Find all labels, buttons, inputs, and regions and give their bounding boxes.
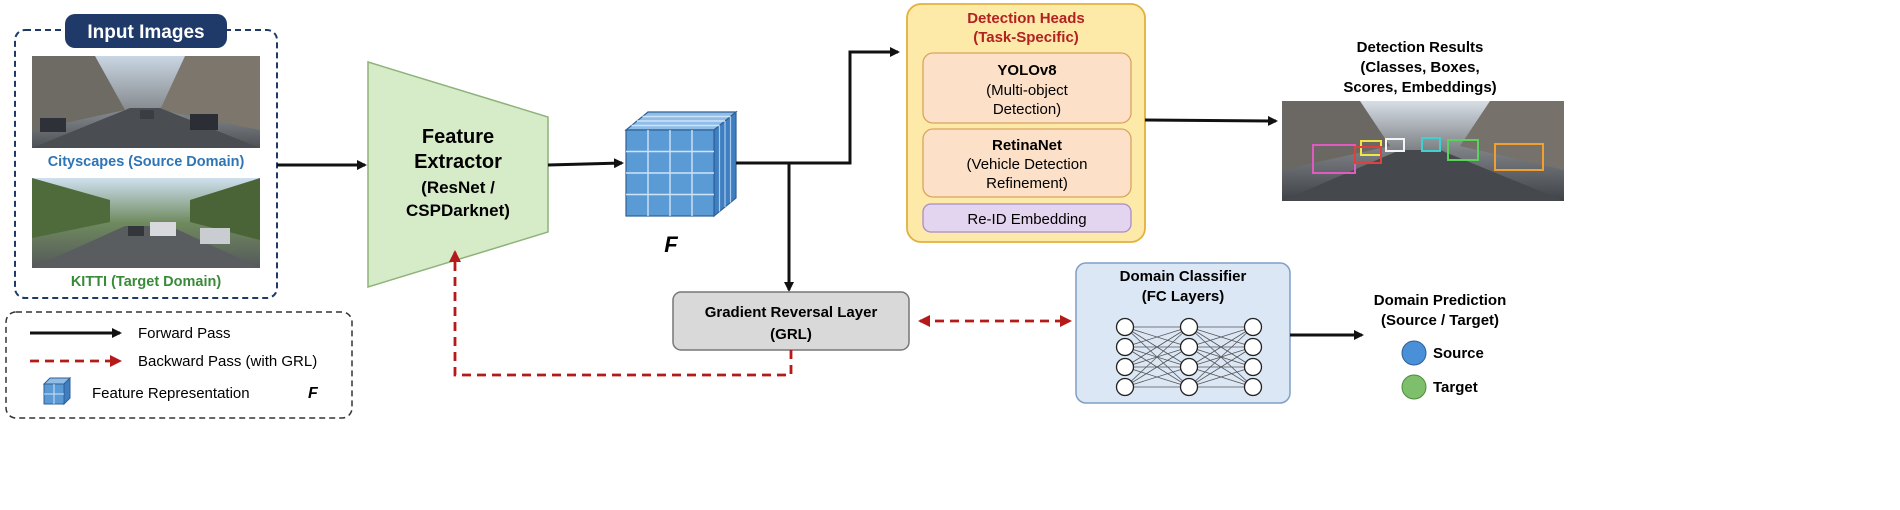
legend-cube-icon <box>42 376 72 406</box>
yolo-head-name: YOLOv8 <box>997 62 1056 79</box>
nn-node <box>1243 377 1263 397</box>
source-domain-caption: Cityscapes (Source Domain) <box>48 154 245 170</box>
feature-extractor-line2: Extractor <box>414 151 502 173</box>
kitti-image <box>32 178 260 268</box>
nn-node <box>1243 337 1263 357</box>
feature-extractor: Feature Extractor (ResNet / CSPDarknet) <box>367 60 549 289</box>
grl-label-line1: Gradient Reversal Layer <box>705 304 878 321</box>
input-images-panel: Input Images Cityscapes (Source Domain) … <box>14 14 278 299</box>
gradient-reversal-layer: Gradient Reversal Layer (GRL) <box>672 291 910 351</box>
domain-prediction: Domain Prediction (Source / Target) Sour… <box>1374 292 1507 400</box>
feature-cube <box>624 110 738 218</box>
detection-results-line3: Scores, Embeddings) <box>1343 79 1496 96</box>
target-label: Target <box>1433 379 1478 396</box>
nn-node <box>1115 377 1135 397</box>
detection-heads-title: Detection Heads <box>967 10 1085 27</box>
domain-classifier-subtitle: (FC Layers) <box>1142 288 1225 305</box>
grl-label-line2: (GRL) <box>770 326 812 343</box>
detection-results-line1: Detection Results <box>1357 39 1484 56</box>
retinanet-head-name: RetinaNet <box>992 137 1062 154</box>
legend-feature-label: Feature Representation <box>92 385 250 402</box>
legend: Forward Pass Backward Pass (with GRL) Fe… <box>5 311 353 419</box>
nn-node <box>1115 317 1135 337</box>
backward-arrow-grl-to-extractor <box>449 250 793 377</box>
detection-results: Detection Results (Classes, Boxes, Score… <box>1282 39 1564 201</box>
retinanet-head-box <box>922 128 1132 198</box>
detection-results-line2: (Classes, Boxes, <box>1360 59 1479 76</box>
nn-node <box>1179 317 1199 337</box>
reid-embedding-box <box>922 203 1132 233</box>
retinanet-head-desc-1: (Vehicle Detection <box>967 156 1088 173</box>
nn-node <box>1179 377 1199 397</box>
feature-extractor-line1: Feature <box>422 126 494 148</box>
legend-forward-label: Forward Pass <box>138 325 231 342</box>
detection-results-image <box>1282 101 1564 201</box>
source-dot <box>1401 340 1427 366</box>
domain-prediction-title: Domain Prediction <box>1374 292 1507 309</box>
nn-node <box>1179 357 1199 377</box>
nn-node <box>1179 337 1199 357</box>
feature-label: F <box>664 232 678 257</box>
input-images-title: Input Images <box>87 22 204 43</box>
neural-network-graphic <box>1115 317 1263 397</box>
forward-arrow-heads-to-results <box>1144 115 1278 126</box>
source-label: Source <box>1433 345 1484 362</box>
yolo-head-box <box>922 52 1132 124</box>
reid-embedding-label: Re-ID Embedding <box>967 211 1086 228</box>
domain-classifier-title: Domain Classifier <box>1120 268 1247 285</box>
legend-feature-symbol: F <box>308 385 319 402</box>
feature-extractor-line3: (ResNet / <box>421 178 495 197</box>
domain-classifier: Domain Classifier (FC Layers) <box>1075 262 1291 404</box>
cityscapes-image <box>32 56 260 148</box>
nn-node <box>1115 337 1135 357</box>
retinanet-head-desc-2: Refinement) <box>986 175 1068 192</box>
feature-extractor-line4: CSPDarknet) <box>406 201 510 220</box>
forward-arrow-feature-to-heads <box>736 47 900 165</box>
nn-node <box>1115 357 1135 377</box>
nn-node <box>1243 317 1263 337</box>
input-images-title-badge <box>65 14 227 48</box>
forward-arrow-extractor-to-feature <box>547 158 624 169</box>
nn-connections <box>1124 326 1254 388</box>
legend-backward-label: Backward Pass (with GRL) <box>138 353 317 370</box>
yolo-head-desc-2: Detection) <box>993 101 1061 118</box>
detection-heads-panel: Detection Heads (Task-Specific) YOLOv8 (… <box>906 3 1146 243</box>
domain-prediction-subtitle: (Source / Target) <box>1381 312 1499 329</box>
detection-heads-subtitle: (Task-Specific) <box>973 29 1079 46</box>
target-dot <box>1401 374 1427 400</box>
target-domain-caption: KITTI (Target Domain) <box>71 274 222 290</box>
nn-node <box>1243 357 1263 377</box>
yolo-head-desc-1: (Multi-object <box>986 82 1069 99</box>
